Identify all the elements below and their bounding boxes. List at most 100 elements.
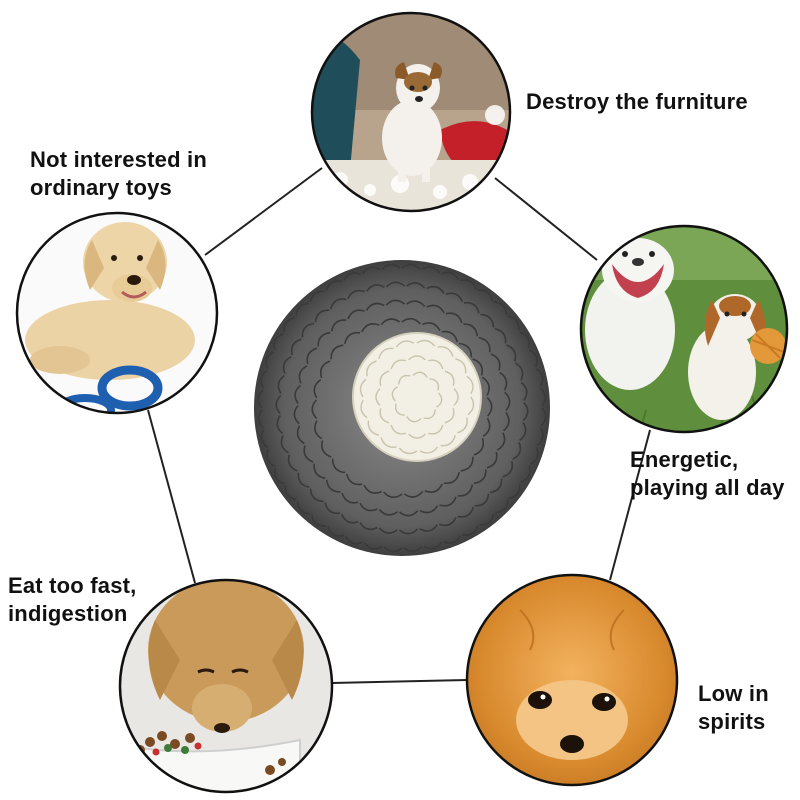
ring-fast (118, 578, 334, 794)
ring-energetic (579, 224, 789, 434)
ring-spirits (465, 573, 679, 787)
mat-ruffle (529, 447, 539, 466)
mat-ruffle (422, 322, 441, 332)
mat-ruffle (403, 490, 424, 498)
mat-center-ruffle (453, 388, 459, 406)
mat-center-ruffle (416, 339, 436, 347)
mat-ruffle (441, 271, 460, 281)
mat-ruffle (296, 425, 305, 445)
mat-ruffle (329, 298, 347, 310)
mat-ruffle (340, 513, 359, 524)
mat-ruffle (309, 488, 324, 503)
mat-ruffle (297, 472, 310, 488)
ring-toys (15, 211, 219, 415)
mat-ruffle (260, 429, 269, 449)
mat-ruffle (401, 317, 421, 325)
mat-ruffle (458, 342, 473, 358)
mat-ruffle (275, 394, 282, 415)
mat-ruffle (520, 381, 528, 401)
mat-center-ruffle (395, 340, 415, 348)
mat-ruffle (330, 344, 344, 360)
mat-center-ruffle (390, 424, 406, 435)
mat-center-ruffle (379, 370, 390, 386)
mat-ruffle (301, 322, 315, 338)
mat-ruffle (502, 460, 514, 478)
mat-ruffle (363, 484, 382, 494)
mat-ruffle (330, 319, 347, 332)
mat-ruffle (493, 301, 508, 315)
mat-ruffle (282, 355, 292, 374)
connector-energetic-spirits (609, 429, 651, 581)
mat-ruffle (441, 330, 459, 343)
mat-ruffle (365, 302, 385, 311)
mat-ruffle (257, 409, 264, 429)
mat-ruffle (378, 508, 398, 516)
mat-ruffle (284, 485, 297, 501)
photo-low-in-spirits (467, 575, 677, 785)
caption-energetic: Energetic, playing all day (630, 447, 785, 500)
mat-ruffle (406, 282, 426, 289)
mat-ruffle (419, 524, 438, 532)
mat-ruffle (504, 391, 511, 412)
mat-ruffle (383, 546, 403, 553)
mat-center-ruffle (390, 359, 406, 370)
connector-furniture-toys (204, 167, 323, 256)
mat-ruffle (457, 484, 474, 497)
mat-ruffle (443, 534, 461, 544)
mat-ruffle (361, 266, 381, 275)
mat-ruffle (540, 407, 547, 427)
mat-ruffle (512, 442, 522, 461)
mat-ruffle (293, 404, 300, 425)
mat-ruffle (277, 374, 285, 394)
mat-ruffle (294, 384, 302, 404)
mat-ruffle (519, 331, 530, 349)
mat-ruffle (283, 317, 296, 333)
mat-ruffle (313, 379, 322, 399)
mat-ruffle (311, 514, 327, 527)
mat-ruffle (507, 315, 520, 331)
mat-ruffle (520, 465, 531, 483)
mat-ruffle (461, 525, 479, 536)
mat-ruffle (341, 492, 359, 504)
mat-ruffle (490, 353, 501, 371)
mat-ruffle (290, 338, 302, 356)
mat-center-ruffle (408, 355, 426, 361)
mat-center-ruffle (455, 358, 467, 374)
mat-center-ruffle (429, 378, 440, 391)
mat-ruffle (482, 417, 491, 437)
mat-center-ruffle (391, 386, 398, 402)
mat-ruffle (457, 506, 475, 518)
mat-ruffle (486, 451, 498, 469)
mat-ruffle (424, 483, 443, 493)
mat-center-ruffle (394, 403, 405, 416)
mat-ruffle (479, 513, 495, 526)
mat-ruffle (347, 309, 365, 320)
mat-ruffle (363, 542, 383, 550)
mat-ruffle (344, 535, 363, 545)
mat-ruffle (345, 473, 363, 486)
mat-center-ruffle (406, 416, 422, 423)
mat-ruffle (317, 331, 331, 347)
mat-center-ruffles (359, 339, 475, 455)
mat-ruffle (473, 469, 487, 485)
photo-eat-too-fast (120, 580, 332, 792)
mat-ruffle (535, 367, 544, 387)
mat-ruffle (280, 435, 289, 454)
mat-ruffle (463, 301, 480, 314)
mat-ruffle (260, 369, 268, 389)
mat-ruffle (274, 467, 285, 485)
mat-ruffle (296, 501, 311, 515)
mat-ruffle (265, 350, 275, 369)
mat-ruffle (287, 454, 298, 472)
mat-ruffle (383, 491, 403, 499)
mat-ruffle (327, 526, 345, 537)
photo-energetic-playing (581, 226, 787, 432)
mat-ruffle (378, 527, 398, 534)
mat-center-ruffle (428, 359, 444, 370)
connector-toys-fast (147, 409, 196, 584)
mat-ruffle (303, 445, 314, 463)
mat-ruffle (499, 371, 508, 391)
mat-center-ruffle (466, 375, 474, 395)
mat-ruffle (325, 280, 343, 291)
